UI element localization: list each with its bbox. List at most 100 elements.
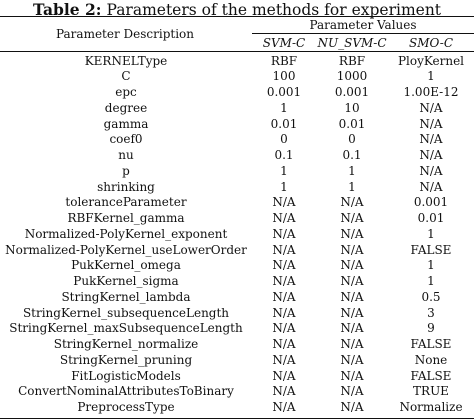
- cell-svm-c: N/A: [272, 384, 296, 399]
- cell-parameter-name: shrinking: [97, 179, 155, 194]
- header-smo-c: SMO-C: [408, 36, 454, 50]
- cell-svm-c: N/A: [272, 242, 296, 257]
- cell-parameter-name: RBFKernel_gamma: [67, 211, 185, 225]
- cell-smo-c: N/A: [419, 132, 443, 147]
- cell-nu-svm-c: N/A: [340, 305, 364, 320]
- cell-nu-svm-c: N/A: [340, 211, 364, 225]
- cell-smo-c: 1.00E-12: [403, 85, 459, 99]
- cell-svm-c: N/A: [272, 368, 296, 383]
- cell-nu-svm-c: N/A: [340, 352, 364, 367]
- cell-smo-c: N/A: [419, 148, 443, 162]
- cell-parameter-name: StringKernel_normalize: [53, 337, 199, 351]
- cell-parameter-name: StringKernel_subsequenceLength: [22, 305, 230, 320]
- cell-parameter-name: PukKernel_sigma: [73, 274, 179, 288]
- cell-smo-c: 1: [427, 69, 435, 84]
- cell-parameter-name: Normalized-PolyKernel_useLowerOrder: [5, 242, 247, 257]
- cell-smo-c: Normalize: [399, 400, 463, 414]
- table-row: ConvertNominalAttributesToBinary N/A N/A TR…: [0, 384, 474, 400]
- cell-smo-c: 3: [427, 305, 435, 320]
- table-caption: Table 2: Parameters of the methods for e…: [0, 0, 474, 20]
- cell-nu-svm-c: 10: [344, 100, 360, 115]
- cell-svm-c: 1: [280, 100, 288, 115]
- cell-parameter-name: KERNELType: [84, 53, 168, 68]
- cell-smo-c: 1: [427, 274, 435, 288]
- cell-nu-svm-c: 1: [348, 179, 356, 194]
- cell-svm-c: 0.001: [266, 85, 302, 99]
- cell-nu-svm-c: 1000: [336, 69, 368, 84]
- cell-smo-c: N/A: [419, 179, 443, 194]
- header-nu-svm-c: NU_SVM-C: [317, 36, 387, 50]
- cell-nu-svm-c: RBF: [338, 53, 366, 68]
- group-rule: [252, 33, 474, 34]
- table-caption-label: Table 2:: [32, 0, 102, 19]
- cell-nu-svm-c: N/A: [340, 321, 364, 336]
- cell-nu-svm-c: N/A: [340, 400, 364, 414]
- cell-parameter-name: PukKernel_omega: [71, 258, 181, 273]
- cell-parameter-name: toleranceParameter: [65, 195, 187, 210]
- cell-nu-svm-c: N/A: [340, 384, 364, 399]
- cell-parameter-name: PreprocessType: [77, 400, 175, 414]
- cell-smo-c: FALSE: [410, 368, 452, 383]
- table-row: StringKernel_normalize N/A N/A FALSE: [0, 337, 474, 353]
- table-row: nu 0.1 0.1 N/A: [0, 148, 474, 164]
- cell-parameter-name: p: [122, 163, 130, 178]
- table-row: gamma 0.01 0.01 N/A: [0, 117, 474, 133]
- cell-smo-c: 1: [427, 258, 435, 273]
- cell-parameter-name: StringKernel_lambda: [61, 289, 191, 304]
- cell-nu-svm-c: N/A: [340, 289, 364, 304]
- header-parameter-description: Parameter Description: [55, 27, 194, 41]
- cell-smo-c: N/A: [419, 163, 443, 178]
- cell-parameter-name: ConvertNominalAttributesToBinary: [18, 384, 234, 399]
- cell-parameter-name: C: [121, 69, 131, 84]
- header-svm-c: SVM-C: [262, 36, 306, 50]
- cell-svm-c: 0.1: [274, 148, 294, 162]
- cell-nu-svm-c: N/A: [340, 226, 364, 241]
- cell-svm-c: RBF: [270, 53, 298, 68]
- cell-smo-c: 0.01: [417, 211, 445, 225]
- cell-nu-svm-c: N/A: [340, 274, 364, 288]
- cell-nu-svm-c: N/A: [340, 337, 364, 351]
- cell-svm-c: 1: [280, 163, 288, 178]
- cell-parameter-name: degree: [104, 100, 148, 115]
- cell-nu-svm-c: 0.01: [338, 116, 366, 131]
- cell-svm-c: N/A: [272, 211, 296, 225]
- cell-smo-c: N/A: [419, 116, 443, 131]
- cell-parameter-name: epc: [115, 85, 137, 99]
- cell-nu-svm-c: 0.1: [342, 148, 362, 162]
- cell-smo-c: 0.5: [421, 289, 441, 304]
- cell-smo-c: None: [414, 352, 448, 367]
- cell-svm-c: N/A: [272, 400, 296, 414]
- cell-nu-svm-c: N/A: [340, 195, 364, 210]
- cell-svm-c: N/A: [272, 352, 296, 367]
- header-parameter-values: Parameter Values: [309, 18, 417, 32]
- cell-smo-c: TRUE: [413, 384, 449, 399]
- cell-parameter-name: Normalized-PolyKernel_exponent: [24, 226, 228, 241]
- cell-svm-c: N/A: [272, 305, 296, 320]
- cell-parameter-name: coef0: [109, 132, 143, 147]
- cell-smo-c: N/A: [419, 100, 443, 115]
- cell-parameter-name: gamma: [103, 116, 149, 131]
- bottom-rule: [0, 418, 474, 419]
- cell-svm-c: 0: [280, 132, 288, 147]
- cell-parameter-name: StringKernel_pruning: [59, 352, 193, 367]
- cell-svm-c: N/A: [272, 337, 296, 351]
- cell-smo-c: 0.001: [413, 195, 449, 210]
- cell-svm-c: N/A: [272, 289, 296, 304]
- table-caption-text: Parameters of the methods for experiment: [101, 1, 442, 19]
- cell-parameter-name: nu: [118, 148, 134, 162]
- table-row: StringKernel_pruning N/A N/A None: [0, 353, 474, 369]
- cell-svm-c: 0.01: [270, 116, 298, 131]
- cell-smo-c: FALSE: [410, 337, 452, 351]
- cell-svm-c: N/A: [272, 321, 296, 336]
- table-row: StringKernel_lambda N/A N/A 0.5: [0, 290, 474, 306]
- header-bottom-rule: [0, 51, 474, 52]
- cell-parameter-name: StringKernel_maxSubsequenceLength: [9, 321, 243, 336]
- cell-nu-svm-c: N/A: [340, 368, 364, 383]
